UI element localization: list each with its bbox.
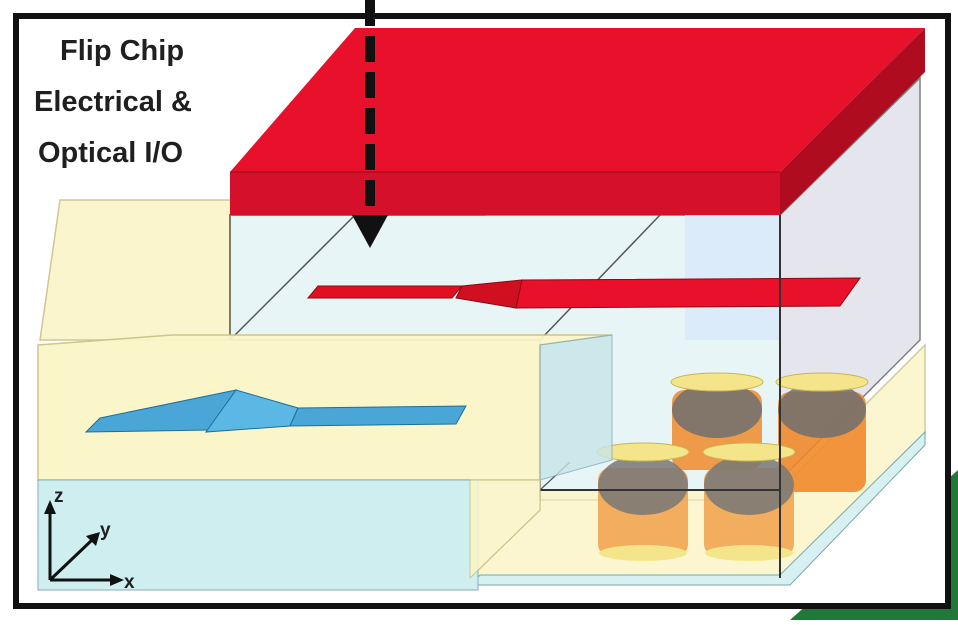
lid-front-face [230, 172, 780, 215]
annotation-line-2: Electrical & [34, 86, 192, 118]
y-axis-label: y [100, 520, 111, 541]
lower-tier-step-face [540, 335, 612, 480]
annotation-line-1: Flip Chip [60, 35, 184, 67]
red-waveguide-thin [308, 286, 462, 298]
z-axis-label: z [54, 486, 64, 507]
blue-waveguide-thin [290, 406, 466, 426]
chip-side-highlight [685, 215, 780, 340]
x-axis-label: x [124, 572, 135, 593]
red-waveguide-wide [516, 278, 860, 308]
annotation-line-3: Optical I/O [38, 137, 183, 169]
